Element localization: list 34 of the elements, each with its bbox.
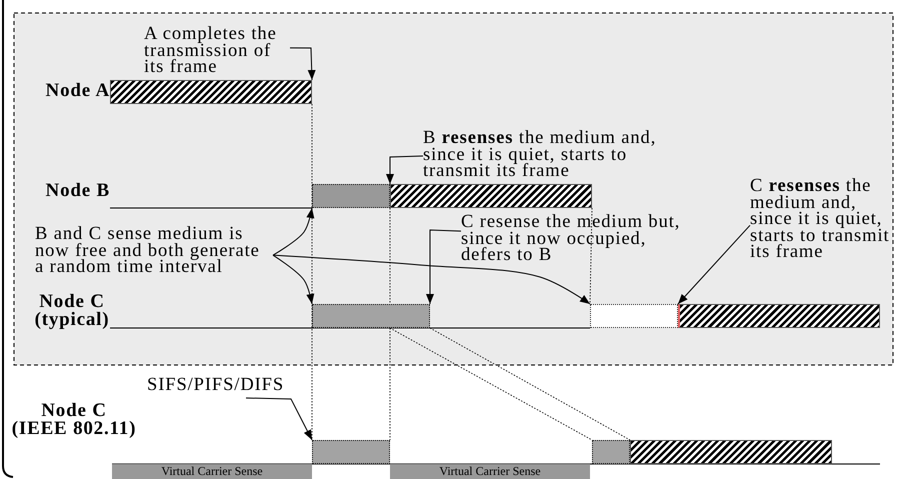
- node-label: Node A: [44, 82, 110, 100]
- bar-label: Virtual Carrier Sense: [439, 465, 541, 478]
- annotation-text: A completes the transmission of its frame: [144, 26, 278, 76]
- frame-bar: [630, 440, 832, 464]
- frame-bar: [678, 304, 880, 328]
- leader-arrow: [246, 398, 312, 440]
- interframe-space-bar: [592, 440, 630, 464]
- annotation-text: C resenses the medium and, since it is quiet, starts to transmit its frame: [750, 178, 891, 260]
- leader-arrow: [272, 254, 590, 304]
- leader-arrow: [290, 47, 316, 80]
- interframe-space-bar: [312, 440, 390, 464]
- wait-bar: [312, 184, 390, 208]
- bar-label: Virtual Carrier Sense: [161, 465, 263, 478]
- carrier-sense-bar: [112, 464, 312, 479]
- node-label: Node C (typical): [34, 293, 110, 329]
- node-label: Node B: [44, 182, 110, 200]
- leader-arrow: [426, 229, 462, 304]
- leader-arrow: [272, 254, 314, 304]
- carrier-sense-bar: [390, 464, 590, 479]
- node-label: Node C (IEEE 802.11): [10, 402, 138, 438]
- leader-arrow: [678, 224, 750, 304]
- leader-arrow: [386, 156, 424, 184]
- backoff-bar: [312, 304, 430, 328]
- frame-bar: [390, 184, 592, 208]
- annotation-text: C resense the medium but, since it now occupied, defers to B: [461, 214, 682, 264]
- annotation-text: B resenses the medium and, since it is quiet, starts to transmit its frame: [423, 130, 658, 180]
- annotation-text: SIFS/PIFS/DIFS: [147, 377, 286, 394]
- backoff-bar: [590, 304, 678, 328]
- dotted-guide-line: [430, 328, 630, 440]
- leader-arrow: [272, 208, 314, 256]
- dotted-guide-line: [590, 208, 592, 304]
- annotation-text: B and C sense medium is now free and both generate a random time interval: [35, 226, 261, 276]
- frame-bar: [110, 80, 312, 104]
- dotted-guide-line: [389, 328, 592, 440]
